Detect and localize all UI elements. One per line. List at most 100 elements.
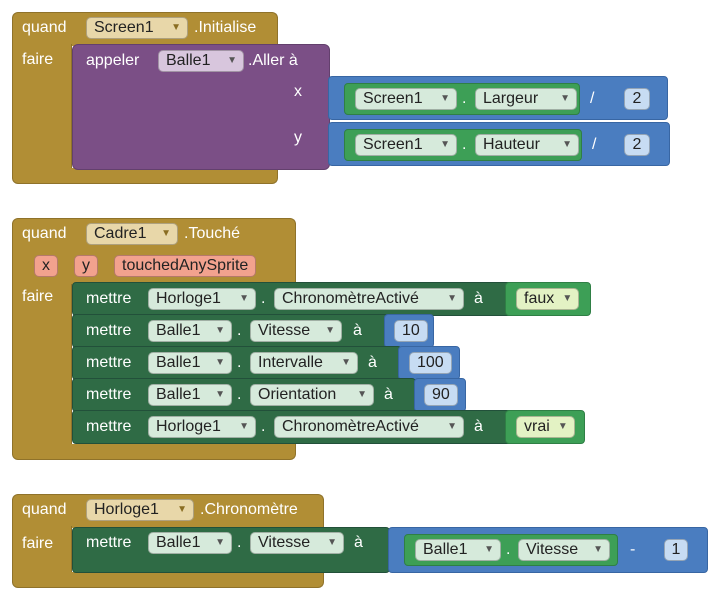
- param-touched-any-sprite[interactable]: touchedAnySprite: [114, 255, 257, 277]
- dot-separator: .: [462, 136, 467, 153]
- to-keyword: à: [368, 354, 377, 371]
- event-block-footer: [12, 168, 278, 184]
- event-block-body: [12, 284, 72, 448]
- component-dropdown[interactable]: Balle1 ▼: [148, 352, 232, 374]
- component-dropdown[interactable]: Balle1 ▼: [148, 320, 232, 342]
- component-name: Screen1: [94, 19, 154, 36]
- event-block-footer: [12, 572, 324, 588]
- component-name: Balle1: [166, 52, 211, 69]
- dot-separator: .: [237, 354, 242, 371]
- number-field[interactable]: 10: [394, 320, 428, 342]
- property-dropdown[interactable]: Largeur ▼: [475, 88, 577, 110]
- boolean-dropdown[interactable]: faux ▼: [516, 288, 580, 310]
- dot-separator: .: [506, 541, 511, 558]
- arg-label-x: x: [294, 83, 302, 100]
- chevron-down-icon: ▼: [227, 55, 237, 66]
- component-dropdown[interactable]: Horloge1 ▼: [148, 288, 256, 310]
- operator-divide: /: [590, 90, 595, 107]
- boolean-value: vrai: [524, 418, 550, 435]
- chevron-down-icon: ▼: [593, 544, 603, 555]
- component-dropdown[interactable]: Balle1 ▼: [415, 539, 501, 561]
- property-name: Intervalle: [258, 354, 323, 371]
- number-field[interactable]: 90: [424, 384, 458, 406]
- chevron-down-icon: ▼: [161, 228, 171, 239]
- component-name: Cadre1: [94, 225, 147, 242]
- component-dropdown[interactable]: Screen1 ▼: [355, 88, 457, 110]
- chevron-down-icon: ▼: [562, 293, 573, 304]
- event-block-body: [12, 526, 72, 578]
- number-field[interactable]: 1: [664, 539, 688, 561]
- component-dropdown[interactable]: Horloge1 ▼: [86, 499, 194, 521]
- chevron-down-icon: ▼: [239, 293, 249, 304]
- chevron-down-icon: ▼: [215, 357, 225, 368]
- set-keyword: mettre: [86, 322, 132, 339]
- property-name: Vitesse: [258, 322, 311, 339]
- set-keyword: mettre: [86, 354, 132, 371]
- operator-subtract: -: [630, 541, 636, 558]
- component-name: Balle1: [156, 322, 201, 339]
- to-keyword: à: [354, 534, 363, 551]
- set-keyword: mettre: [86, 418, 132, 435]
- chevron-down-icon: ▼: [562, 139, 572, 150]
- to-keyword: à: [474, 418, 483, 435]
- boolean-value: faux: [524, 290, 555, 307]
- component-dropdown[interactable]: Screen1 ▼: [355, 134, 457, 156]
- number-field[interactable]: 2: [624, 88, 650, 110]
- operator-divide: /: [592, 136, 597, 153]
- property-dropdown[interactable]: Hauteur ▼: [475, 134, 579, 156]
- arg-label-y: y: [294, 129, 302, 146]
- property-name: Hauteur: [483, 136, 540, 153]
- component-dropdown[interactable]: Balle1 ▼: [148, 532, 232, 554]
- chevron-down-icon: ▼: [215, 389, 225, 400]
- property-dropdown[interactable]: Vitesse ▼: [518, 539, 610, 561]
- component-dropdown[interactable]: Cadre1 ▼: [86, 223, 178, 245]
- boolean-dropdown[interactable]: vrai ▼: [516, 416, 575, 438]
- component-dropdown[interactable]: Horloge1 ▼: [148, 416, 256, 438]
- chevron-down-icon: ▼: [440, 139, 450, 150]
- chevron-down-icon: ▼: [239, 421, 249, 432]
- property-dropdown[interactable]: Vitesse ▼: [250, 320, 342, 342]
- param-x[interactable]: x: [34, 255, 58, 277]
- chevron-down-icon: ▼: [484, 544, 494, 555]
- component-name: Horloge1: [156, 418, 221, 435]
- chevron-down-icon: ▼: [447, 293, 457, 304]
- property-dropdown[interactable]: ChronomètreActivé ▼: [274, 416, 464, 438]
- chevron-down-icon: ▼: [560, 93, 570, 104]
- component-dropdown[interactable]: Balle1 ▼: [148, 384, 232, 406]
- setter-block[interactable]: [72, 346, 402, 380]
- event-keyword: quand: [22, 501, 67, 518]
- chevron-down-icon: ▼: [447, 421, 457, 432]
- property-name: ChronomètreActivé: [282, 290, 419, 307]
- property-dropdown[interactable]: ChronomètreActivé ▼: [274, 288, 464, 310]
- event-name: .Chronomètre: [200, 501, 298, 518]
- property-dropdown[interactable]: Orientation ▼: [250, 384, 374, 406]
- set-keyword: mettre: [86, 534, 132, 551]
- call-keyword: appeler: [86, 52, 140, 69]
- component-name: Balle1: [156, 534, 201, 551]
- to-keyword: à: [474, 290, 483, 307]
- number-field[interactable]: 2: [624, 134, 650, 156]
- property-dropdown[interactable]: Vitesse ▼: [250, 532, 344, 554]
- component-name: Horloge1: [156, 290, 221, 307]
- event-block-body: [12, 44, 72, 172]
- number-field[interactable]: 100: [409, 352, 452, 374]
- chevron-down-icon: ▼: [215, 325, 225, 336]
- event-keyword: quand: [22, 19, 67, 36]
- component-name: Screen1: [363, 136, 423, 153]
- property-name: Vitesse: [526, 541, 579, 558]
- do-keyword: faire: [22, 51, 54, 68]
- component-name: Balle1: [423, 541, 468, 558]
- param-y[interactable]: y: [74, 255, 98, 277]
- set-keyword: mettre: [86, 386, 132, 403]
- dot-separator: .: [237, 534, 242, 551]
- component-dropdown[interactable]: Balle1 ▼: [158, 50, 244, 72]
- dot-separator: .: [237, 322, 242, 339]
- property-name: Largeur: [483, 90, 539, 107]
- property-dropdown[interactable]: Intervalle ▼: [250, 352, 358, 374]
- property-name: Vitesse: [258, 534, 311, 551]
- dot-separator: .: [462, 90, 467, 107]
- set-keyword: mettre: [86, 290, 132, 307]
- chevron-down-icon: ▼: [557, 421, 568, 432]
- component-dropdown[interactable]: Screen1 ▼: [86, 17, 188, 39]
- method-name: .Aller à: [248, 52, 298, 69]
